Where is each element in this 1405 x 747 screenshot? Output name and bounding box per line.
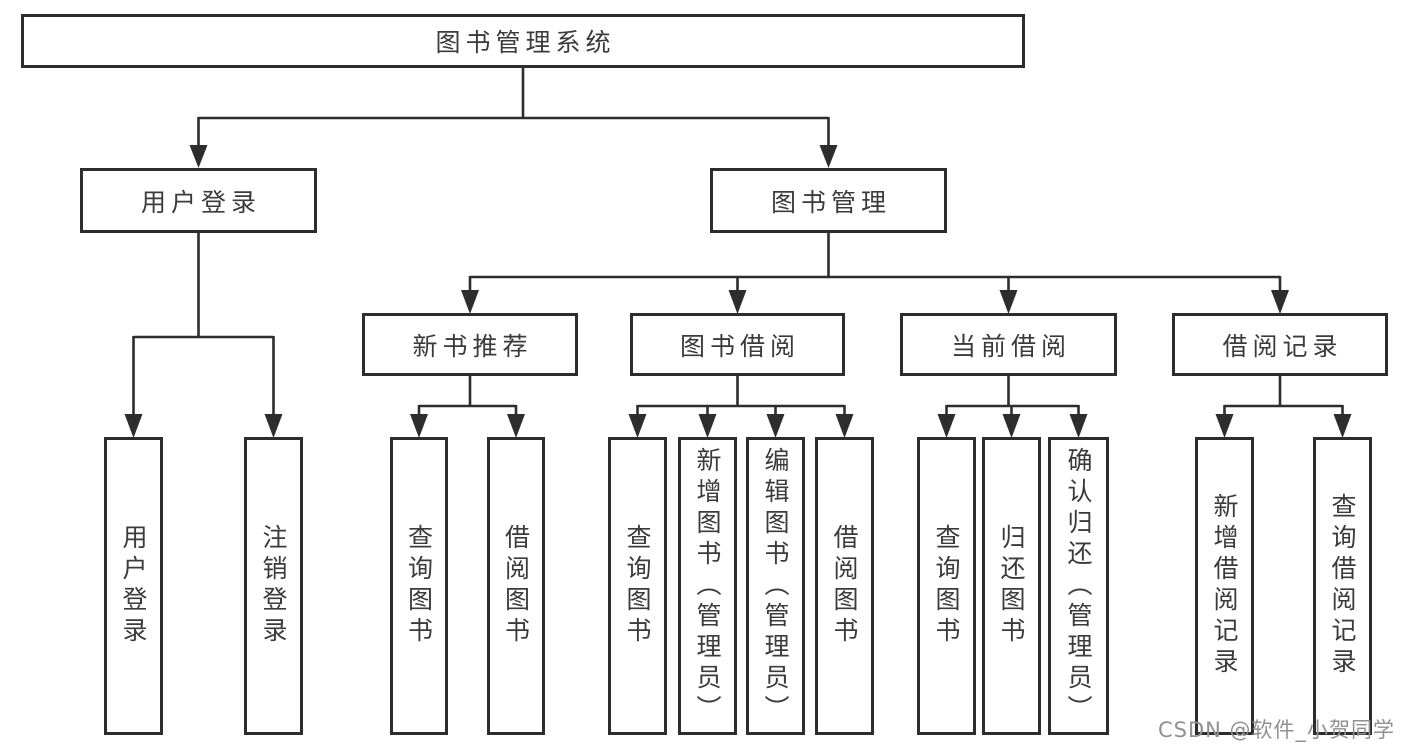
node-leaf-logout: 注销登录 bbox=[244, 437, 303, 735]
node-leaf-edit-books-admin: 编辑图书（管理员） bbox=[746, 437, 805, 735]
node-book-borrow: 图书借阅 bbox=[630, 313, 845, 376]
node-book-management: 图书管理 bbox=[710, 168, 947, 233]
node-user-login: 用户登录 bbox=[80, 168, 317, 233]
node-leaf-borrow-books: 借阅图书 bbox=[815, 437, 874, 735]
node-leaf-return-books: 归还图书 bbox=[982, 437, 1041, 735]
node-leaf-recommend-query-books: 查询图书 bbox=[390, 437, 448, 735]
node-new-book-recommend: 新书推荐 bbox=[362, 313, 578, 376]
node-leaf-recommend-borrow-books: 借阅图书 bbox=[487, 437, 545, 735]
node-leaf-query-borrow-record: 查询借阅记录 bbox=[1313, 437, 1372, 735]
node-library-management-system: 图书管理系统 bbox=[21, 14, 1025, 68]
node-leaf-add-borrow-record: 新增借阅记录 bbox=[1195, 437, 1254, 735]
watermark-text: CSDN @软件_小贺同学 bbox=[1158, 718, 1396, 742]
node-leaf-add-books-admin: 新增图书（管理员） bbox=[678, 437, 737, 735]
node-borrow-records: 借阅记录 bbox=[1172, 313, 1388, 376]
node-leaf-user-login: 用户登录 bbox=[104, 437, 163, 735]
node-leaf-confirm-return-admin: 确认归还（管理员） bbox=[1048, 437, 1109, 735]
node-leaf-current-query-books: 查询图书 bbox=[917, 437, 976, 735]
node-leaf-borrow-query-books: 查询图书 bbox=[608, 437, 667, 735]
node-current-borrow: 当前借阅 bbox=[900, 313, 1117, 376]
arrowheads bbox=[124, 145, 1352, 438]
